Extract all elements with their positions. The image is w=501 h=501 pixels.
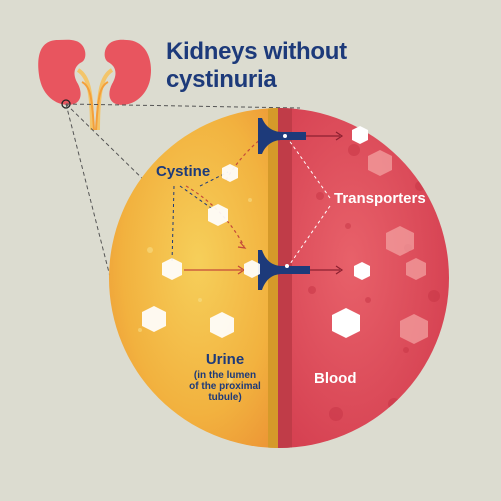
urine-detail-line-3: tubule) — [208, 392, 242, 403]
cystine-hexagon-icon — [210, 312, 234, 338]
transporter-icon — [258, 118, 306, 154]
cystine-hexagon-icon — [354, 262, 370, 280]
cystine-hexagons-blood — [332, 126, 370, 338]
cystine-hexagon-icon — [142, 306, 166, 332]
blood-side — [279, 108, 449, 448]
cystine-hexagon-icon — [400, 314, 428, 344]
transporter-icon — [258, 250, 310, 290]
urine-detail-line-1: (in the lumen — [193, 370, 257, 381]
cystine-hexagon-icon — [244, 260, 260, 278]
label-cystine: Cystine — [156, 163, 211, 180]
cystine-hexagon-icon — [368, 150, 392, 176]
cystine-hexagon-icon — [352, 126, 368, 144]
diagram-title: Kidneys without cystinuria — [166, 38, 416, 94]
label-transporters: Transporters — [334, 190, 426, 207]
label-urine: Urine — [205, 351, 245, 368]
membrane-outer — [278, 108, 292, 448]
cystine-hexagon-icon — [222, 164, 238, 182]
cystine-hexagon-icon — [162, 258, 182, 280]
urine-side — [109, 108, 279, 448]
cystine-hexagon-icon — [406, 258, 426, 280]
zoom-guide-lines — [65, 103, 301, 301]
cystine-hexagons-urine — [142, 164, 260, 338]
kidneys-icon — [38, 39, 151, 131]
urine-speckles — [138, 198, 252, 383]
cystine-hexagons-blood-faded — [368, 150, 428, 344]
cystine-hexagon-icon — [208, 204, 228, 226]
transporter-leaders — [285, 135, 331, 265]
label-urine-detail: (in the lumen of the proximal tubule) — [160, 370, 290, 403]
label-blood: Blood — [314, 370, 357, 387]
membrane-inner — [268, 108, 278, 448]
urine-detail-line-2: of the proximal — [189, 381, 261, 392]
cystine-hexagon-icon — [332, 308, 360, 338]
zoom-circle — [109, 108, 449, 448]
cystine-hexagon-icon — [386, 226, 414, 256]
title-line-2: cystinuria — [166, 66, 277, 93]
title-line-1: Kidneys without — [166, 38, 347, 65]
